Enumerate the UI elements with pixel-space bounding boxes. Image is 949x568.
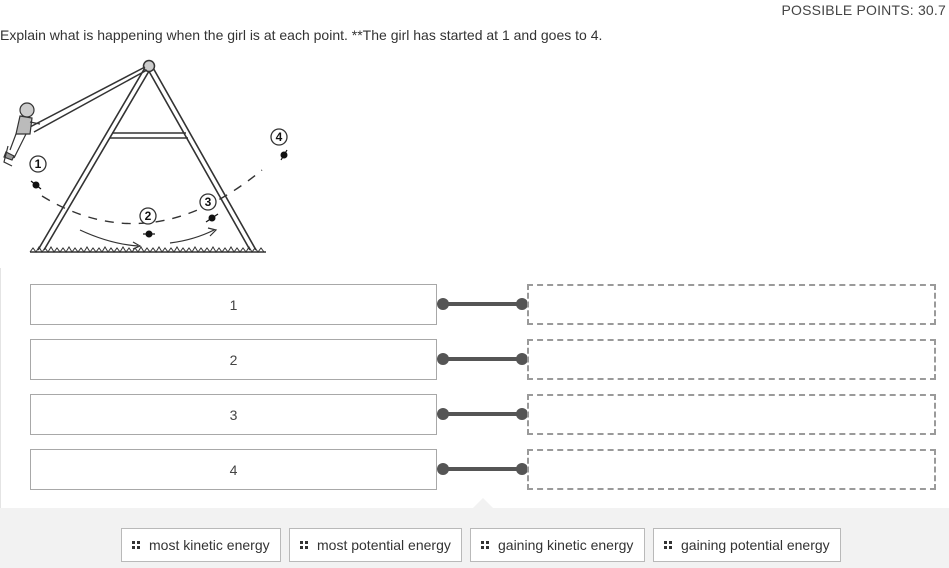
drag-handle-icon <box>132 540 141 550</box>
drag-handle-icon <box>481 540 490 550</box>
connector-line <box>437 408 528 420</box>
prompt-item-2: 2 <box>30 339 437 380</box>
option-gaining-potential-energy[interactable]: gaining potential energy <box>653 528 841 562</box>
option-most-potential-energy[interactable]: most potential energy <box>289 528 462 562</box>
connector-line <box>437 353 528 365</box>
drop-target-3[interactable] <box>527 394 936 435</box>
drag-handle-icon <box>664 540 673 550</box>
prompt-item-3: 3 <box>30 394 437 435</box>
match-row-2: 2 <box>30 339 936 380</box>
prompt-item-1: 1 <box>30 284 437 325</box>
answer-bank: most kinetic energy most potential energ… <box>0 498 949 568</box>
tray-pointer <box>473 498 493 508</box>
connector-line <box>437 463 528 475</box>
drop-target-1[interactable] <box>527 284 936 325</box>
swing-diagram: 1 2 3 4 <box>3 59 288 253</box>
connector-line <box>437 298 528 310</box>
prompt-item-4: 4 <box>30 449 437 490</box>
matching-area: 1 2 3 4 <box>0 268 949 508</box>
drop-target-4[interactable] <box>527 449 936 490</box>
drop-target-2[interactable] <box>527 339 936 380</box>
point-label-2: 2 <box>145 209 152 223</box>
point-label-3: 3 <box>205 195 212 209</box>
option-label: gaining potential energy <box>681 537 830 553</box>
girl-figure <box>3 102 41 167</box>
option-label: gaining kinetic energy <box>498 537 634 553</box>
point-label-1: 1 <box>35 157 42 171</box>
option-label: most kinetic energy <box>149 537 270 553</box>
match-row-1: 1 <box>30 284 936 325</box>
option-gaining-kinetic-energy[interactable]: gaining kinetic energy <box>470 528 645 562</box>
option-most-kinetic-energy[interactable]: most kinetic energy <box>121 528 281 562</box>
question-text: Explain what is happening when the girl … <box>0 27 603 43</box>
possible-points: POSSIBLE POINTS: 30.7 <box>781 2 946 18</box>
option-label: most potential energy <box>317 537 451 553</box>
point-label-4: 4 <box>276 130 283 144</box>
match-row-4: 4 <box>30 449 936 490</box>
match-row-3: 3 <box>30 394 936 435</box>
drag-handle-icon <box>300 540 309 550</box>
